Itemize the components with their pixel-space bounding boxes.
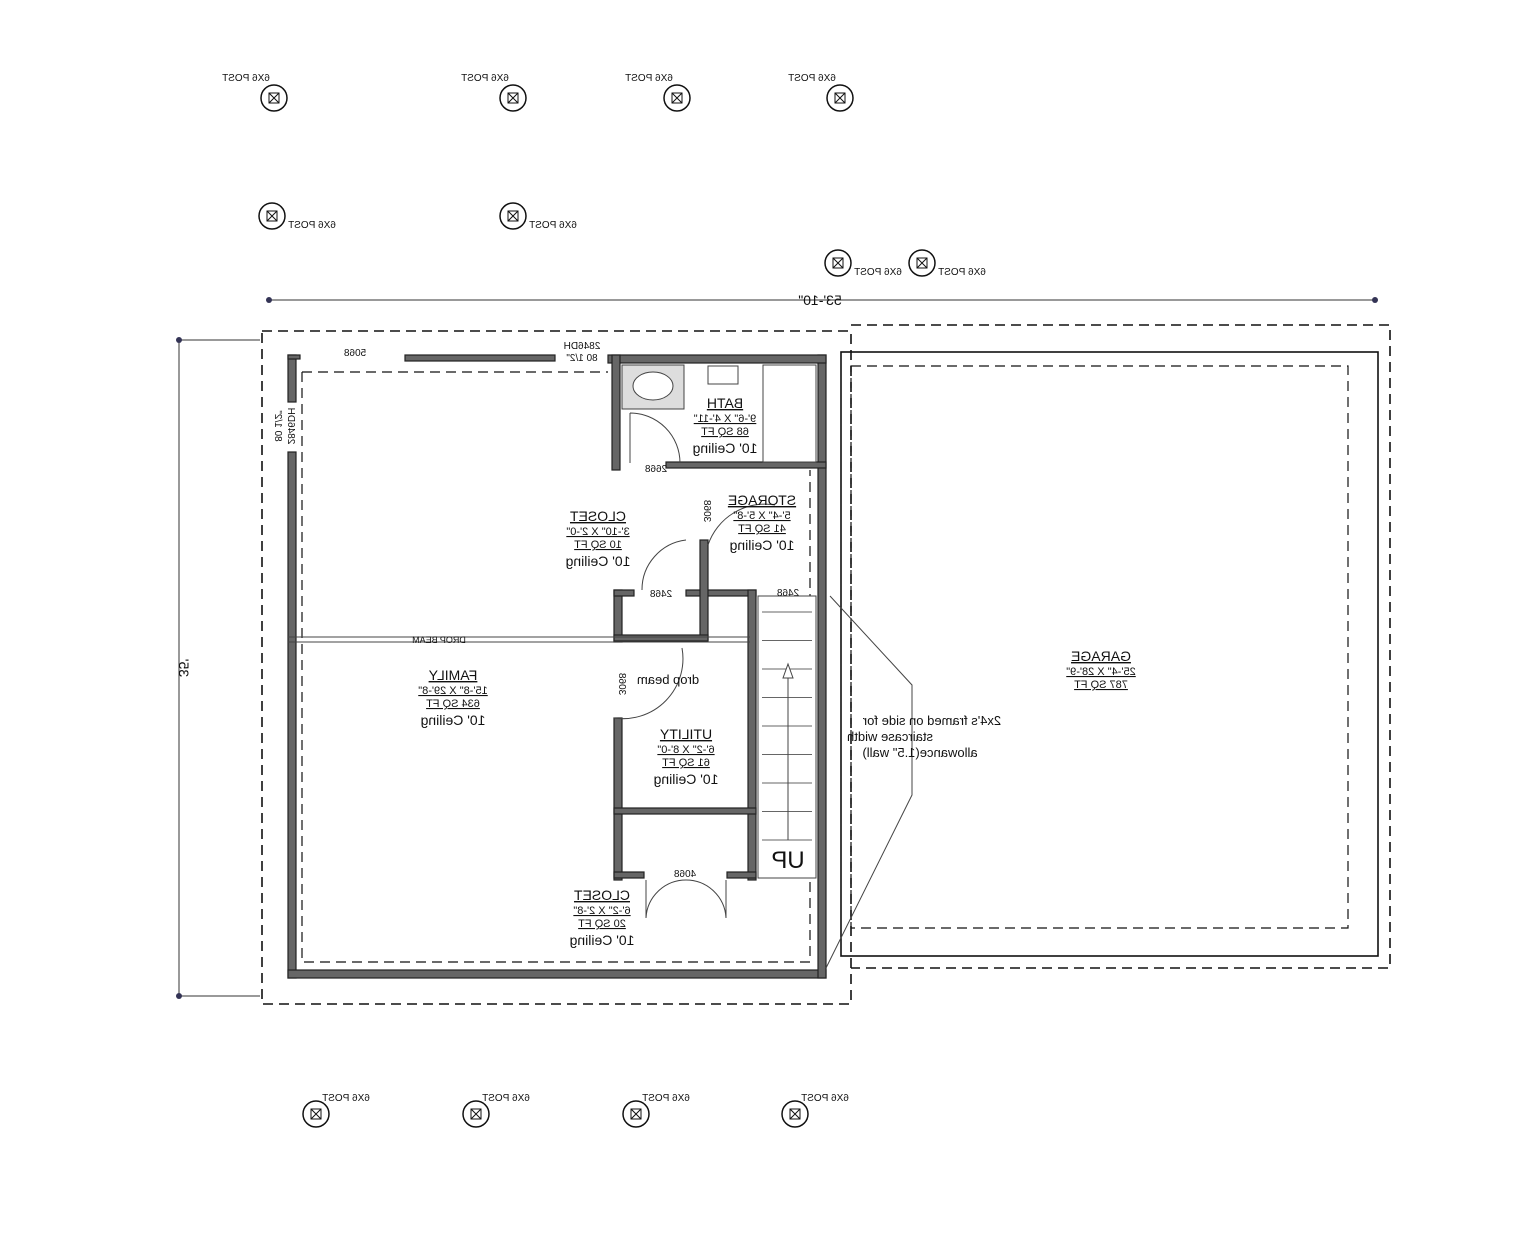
- post-icon: [908, 249, 936, 277]
- post-icon: [781, 1100, 809, 1128]
- post-label: 6X6 POST: [222, 73, 270, 84]
- door-label: 4068: [673, 869, 696, 880]
- post-icon: [302, 1100, 330, 1128]
- stair-arrowhead: [782, 662, 794, 679]
- room-area: 41 SQ FT: [738, 523, 786, 535]
- room-name: CLOSET: [574, 887, 630, 903]
- post-icon: [258, 202, 286, 230]
- stair-note-leader: [825, 595, 913, 969]
- room-ceiling: 10' Ceiling: [654, 771, 719, 787]
- post-label: 6X6 POST: [288, 220, 336, 231]
- post-icon: [824, 249, 852, 277]
- post-label: 6X6 POST: [801, 1093, 849, 1104]
- staircase[interactable]: [757, 595, 817, 879]
- stair-note: 2x4's framed on side for: [862, 713, 1001, 728]
- window-label: 5068: [343, 348, 366, 359]
- door-swings: [613, 412, 776, 919]
- dimension-width: [266, 297, 1378, 303]
- post-icon: [499, 84, 527, 112]
- post-label: 6X6 POST: [461, 73, 509, 84]
- post-icon: [499, 202, 527, 230]
- door-label: 3068: [701, 499, 712, 522]
- window-height-label: 80 1/2": [272, 410, 283, 442]
- room-size: 15'-8" X 29'-8": [418, 685, 488, 697]
- garage-inner: [850, 365, 1349, 929]
- stair-note: staircase width: [847, 729, 933, 744]
- stair-note: allowance(1.5" wall): [862, 745, 977, 760]
- post-label: 6X6 POST: [788, 73, 836, 84]
- room-size: 25'-4" X 28'-9": [1066, 666, 1136, 678]
- room-name: CLOSET: [570, 508, 626, 524]
- room-name: UTILITY: [659, 726, 712, 742]
- foundation-outline: [261, 330, 852, 1005]
- drop-beam: [288, 636, 750, 643]
- room-name: BATH: [707, 395, 743, 411]
- post-label: 6X6 POST: [642, 1093, 690, 1104]
- post-label: 6X6 POST: [322, 1093, 370, 1104]
- room-size: 9'-6" X 4'-11": [694, 413, 757, 425]
- post-icon: [462, 1100, 490, 1128]
- room-name: STORAGE: [728, 492, 796, 508]
- room-name: FAMILY: [428, 667, 477, 683]
- drop-beam-label: DROP BEAM: [412, 635, 466, 645]
- room-ceiling: 10' Ceiling: [570, 932, 635, 948]
- room-area: 61 SQ FT: [662, 757, 710, 769]
- window-label: 2846DH: [564, 341, 601, 352]
- room-ceiling: 10' Ceiling: [730, 537, 795, 553]
- room-ceiling: 10' Ceiling: [566, 553, 631, 569]
- window-height-label: 80 1/2": [566, 353, 598, 364]
- room-size: 6'-2" X 2'-8": [573, 905, 630, 917]
- room-area: 20 SQ FT: [578, 918, 626, 930]
- garage-foundation-outline: [851, 324, 1391, 969]
- room-area: 10 SQ FT: [574, 539, 622, 551]
- drop-beam-note: drop beam: [637, 672, 699, 687]
- door-label: 2668: [644, 464, 667, 475]
- post-label: 6X6 POST: [938, 267, 986, 278]
- post-label: 6X6 POST: [482, 1093, 530, 1104]
- window-label: 2846DH: [285, 408, 296, 445]
- post-icon: [622, 1100, 650, 1128]
- depth-dimension-label: 35': [176, 659, 192, 677]
- width-dimension-label: 53'-10": [798, 292, 841, 308]
- room-ceiling: 10' Ceiling: [421, 712, 486, 728]
- room-area: 787 SQ FT: [1074, 679, 1128, 691]
- sink-icon: [632, 371, 674, 401]
- door-label: 3068: [616, 672, 627, 695]
- toilet-icon: [707, 365, 739, 385]
- garage-slab: [840, 351, 1379, 957]
- post-icon: [260, 84, 288, 112]
- house-walls: [287, 354, 827, 979]
- room-area: 634 SQ FT: [426, 698, 480, 710]
- dimension-depth: [176, 337, 260, 999]
- door-label: 2468: [776, 588, 799, 599]
- tub-icon: [762, 364, 817, 463]
- post-icon: [826, 84, 854, 112]
- post-label: 6X6 POST: [625, 73, 673, 84]
- room-size: 5'-4" X 5'-8": [733, 510, 790, 522]
- room-area: 68 SQ FT: [701, 426, 749, 438]
- post-label: 6X6 POST: [854, 267, 902, 278]
- door-label: 2468: [649, 589, 672, 600]
- post-label: 6X6 POST: [529, 220, 577, 231]
- room-size: 6'-2" X 8'-0": [657, 744, 714, 756]
- room-ceiling: 10' Ceiling: [693, 440, 758, 456]
- stair-up-label: UP: [771, 847, 804, 874]
- room-name: GARAGE: [1071, 648, 1131, 664]
- post-icon: [663, 84, 691, 112]
- room-size: 3'-10" X 2'-0": [566, 526, 629, 538]
